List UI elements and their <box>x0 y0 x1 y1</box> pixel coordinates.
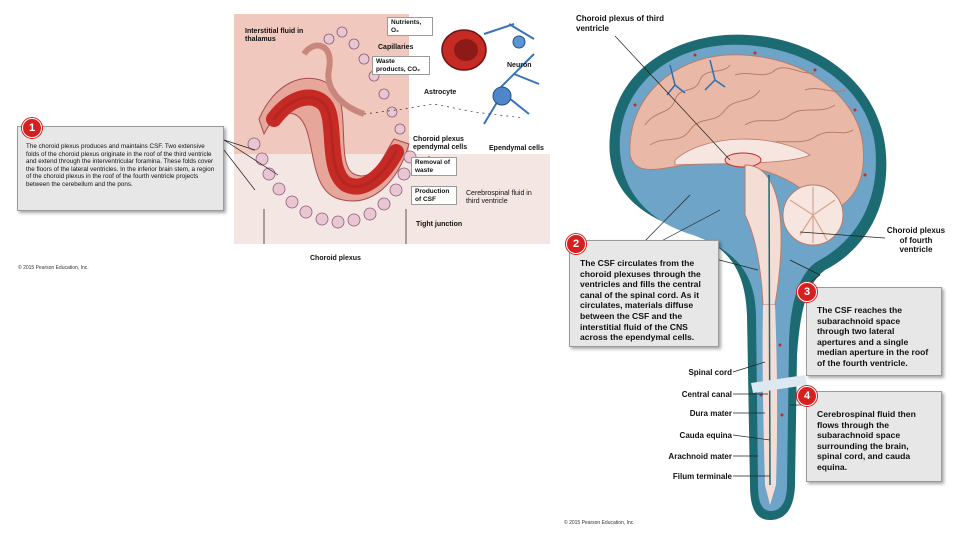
cauda-equina-label: Cauda equina <box>679 431 732 440</box>
choroid-plexus-detail-figure <box>234 14 550 244</box>
csf-third-ventricle-label: Cerebrospinal fluid in third ventricle <box>466 190 532 205</box>
step1-text: The choroid plexus produces and maintain… <box>26 143 215 188</box>
step3-box: The CSF reaches the subarachnoid space t… <box>806 287 942 376</box>
tight-junction-label: Tight junction <box>416 221 463 228</box>
nutrients-label: Nutrients, O₂ <box>387 17 433 36</box>
filum-terminale-label: Filum terminale <box>672 472 732 481</box>
production-of-csf-label: Production of CSF <box>411 186 457 205</box>
removal-of-waste-label: Removal of waste <box>411 157 457 176</box>
waste-products-label: Waste products, CO₂ <box>372 56 430 75</box>
arachnoid-mater-label: Arachnoid mater <box>668 452 732 461</box>
step4-box: Cerebrospinal fluid then flows through t… <box>806 391 942 482</box>
step2-badge: 2 <box>566 234 586 254</box>
central-canal-label: Central canal <box>681 390 732 399</box>
step2-text: The CSF circulates from the choroid plex… <box>580 258 701 343</box>
capillaries-label: Capillaries <box>378 44 414 51</box>
step4-text: Cerebrospinal fluid then flows through t… <box>817 409 916 472</box>
spinal-cord-label: Spinal cord <box>688 368 732 377</box>
choroid-fourth-label: Choroid plexus of fourth ventricle <box>886 226 946 254</box>
choroid-ependymal-label: Choroid plexus ependymal cells <box>413 136 468 151</box>
right-copyright: © 2015 Pearson Education, Inc. <box>564 520 635 526</box>
choroid-third-label: Choroid plexus of third ventricle <box>576 14 664 33</box>
step1-box: The choroid plexus produces and maintain… <box>17 126 224 211</box>
dura-mater-label: Dura mater <box>689 409 732 418</box>
ependymal-cells-label: Ependymal cells <box>489 145 544 152</box>
step1-badge: 1 <box>22 118 42 138</box>
left-copyright: © 2015 Pearson Education, Inc. <box>18 265 89 271</box>
neuron-label: Neuron <box>507 62 532 69</box>
step3-badge: 3 <box>797 282 817 302</box>
interstitial-fluid-label: Interstitial fluid in thalamus <box>245 28 304 43</box>
astrocyte-label: Astrocyte <box>424 89 457 96</box>
step2-box: The CSF circulates from the choroid plex… <box>569 240 719 347</box>
step4-badge: 4 <box>797 386 817 406</box>
choroid-plexus-label: Choroid plexus <box>310 255 361 262</box>
step3-text: The CSF reaches the subarachnoid space t… <box>817 305 929 368</box>
